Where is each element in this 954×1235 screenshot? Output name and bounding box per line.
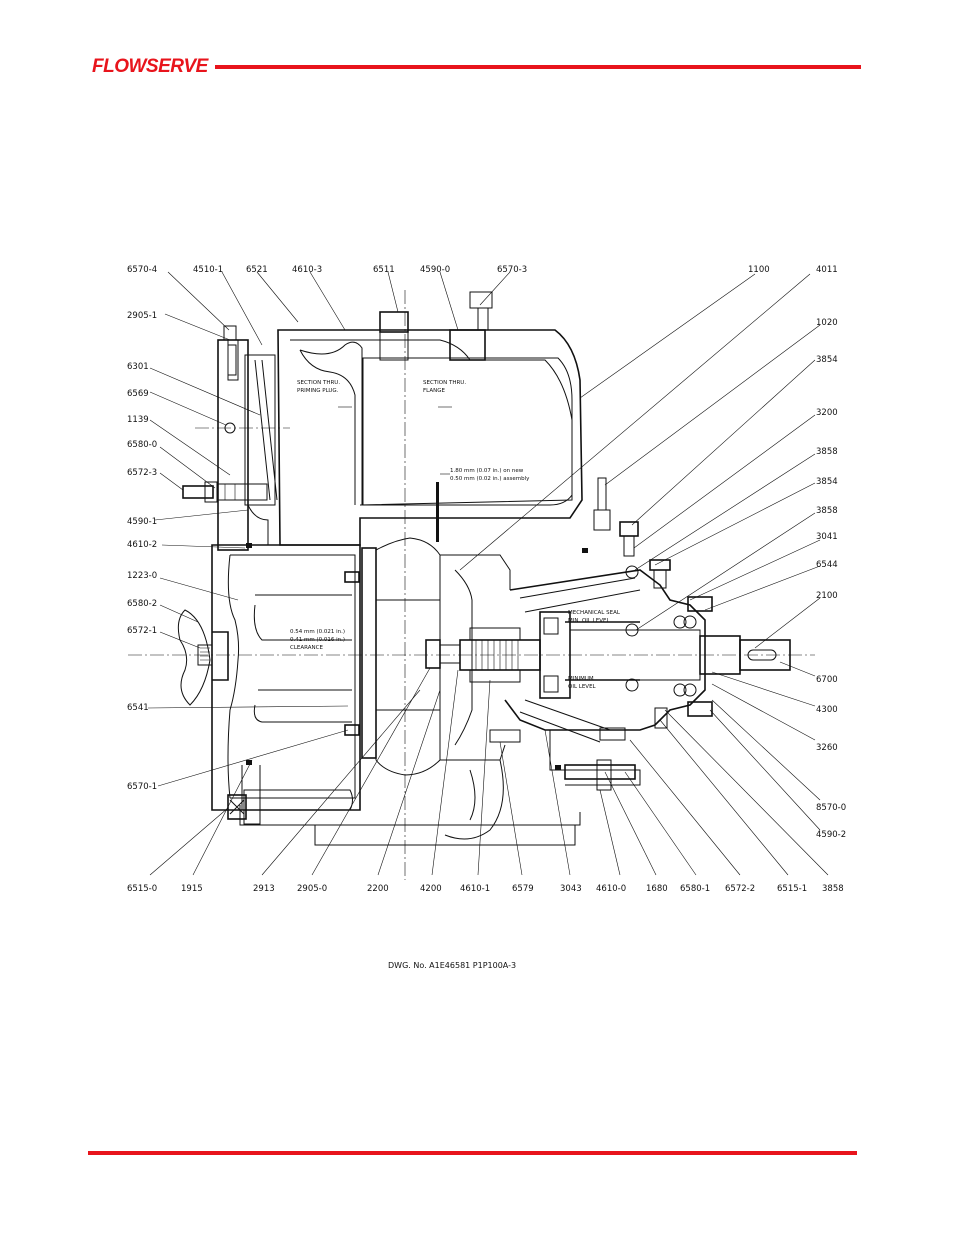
label-6580-1: 6580-1 [680,884,710,894]
label-2100: 2100 [816,591,838,601]
drawing-number: DWG. No. A1E46581 P1P100A-3 [388,961,516,970]
label-2905-0: 2905-0 [297,884,327,894]
label-4200: 4200 [420,884,442,894]
label-6572-3: 6572-3 [127,468,157,478]
cover-plate [217,325,278,551]
note-section-flange-1: SECTION THRU. [423,380,466,386]
label-4300: 4300 [816,705,838,715]
label-3858-c: 3858 [822,884,844,894]
note-mech-seal-2: MIN. OIL LEVEL [568,618,611,624]
label-3854: 3854 [816,355,838,365]
label-1680: 1680 [646,884,668,894]
label-4610-0: 4610-0 [596,884,626,894]
label-6700: 6700 [816,675,838,685]
label-4590-2: 4590-2 [816,830,846,840]
label-6580-2: 6580-2 [127,599,157,609]
label-6515-0: 6515-0 [127,884,157,894]
note-clearance-3: CLEARANCE [290,645,323,651]
label-6511: 6511 [373,265,395,275]
note-clearance-1: 0.54 mm (0.021 in.) [290,629,345,635]
label-6570-4: 6570-4 [127,265,157,275]
bearing-housing [444,477,713,840]
lower-casing [177,544,581,846]
label-4011: 4011 [816,265,838,275]
drawing-notes: SECTION THRU. PRIMING PLUG. SECTION THRU… [290,380,621,690]
label-3858: 3858 [816,447,838,457]
label-4610-1: 4610-1 [460,884,490,894]
label-4590-1: 4590-1 [127,517,157,527]
note-gap-2: 0.50 mm (0.02 in.) assembly [450,476,530,482]
label-1915: 1915 [181,884,203,894]
shaft-assembly [459,611,791,699]
label-6569: 6569 [127,389,149,399]
label-4610-2: 4610-2 [127,540,157,550]
label-3041: 3041 [816,532,838,542]
footer-rule [88,1151,857,1155]
label-4590-0: 4590-0 [420,265,450,275]
label-6570-3: 6570-3 [497,265,527,275]
note-clearance-2: 0.41 mm (0.016 in.) [290,637,345,643]
label-3200: 3200 [816,408,838,418]
label-2905-1: 2905-1 [127,311,157,321]
leader-lines [147,271,829,876]
part-labels: 6570-4 4510-1 6521 4610-3 6511 4590-0 65… [127,265,846,894]
flowserve-logo: FLOWSERVE [92,56,208,77]
label-6572-1: 6572-1 [127,626,157,636]
label-3854-b: 3854 [816,477,838,487]
label-3858-b: 3858 [816,506,838,516]
label-6521: 6521 [246,265,268,275]
note-min-oil-1: MINIMUM [568,676,594,682]
label-6570-1: 6570-1 [127,782,157,792]
note-section-priming-2: PRIMING PLUG. [297,388,339,394]
stud-6572-3 [182,481,268,503]
label-1100: 1100 [748,265,770,275]
label-1223-0: 1223-0 [127,571,157,581]
label-6515-1: 6515-1 [777,884,807,894]
note-gap-1: 1.80 mm (0.07 in.) on new [450,468,524,474]
label-2913: 2913 [253,884,275,894]
label-3043: 3043 [560,884,582,894]
label-4510-1: 4510-1 [193,265,223,275]
header-rule [215,65,861,69]
impeller [344,537,511,776]
label-6579: 6579 [512,884,534,894]
label-3260: 3260 [816,743,838,753]
note-mech-seal-1: MECHANICAL SEAL [568,610,621,616]
label-2200: 2200 [367,884,389,894]
label-6580-0: 6580-0 [127,440,157,450]
note-section-priming-1: SECTION THRU. [297,380,340,386]
label-8570-0: 8570-0 [816,803,846,813]
label-4610-3: 4610-3 [292,265,322,275]
label-1139: 1139 [127,415,149,425]
pump-casing [247,291,583,546]
label-6541: 6541 [127,703,149,713]
label-6301: 6301 [127,362,149,372]
note-section-flange-2: FLANGE [423,388,445,394]
label-1020: 1020 [816,318,838,328]
label-6544: 6544 [816,560,838,570]
note-min-oil-2: OIL LEVEL [568,684,597,690]
label-6572-2: 6572-2 [725,884,755,894]
